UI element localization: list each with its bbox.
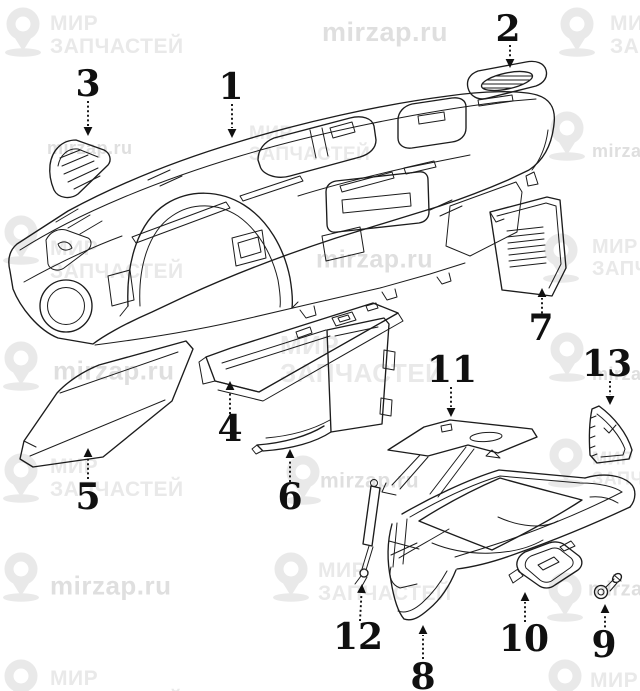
drawing-layer [8,60,636,621]
part-label-2[interactable]: 2 [495,8,520,50]
part-arrowhead-12 [357,584,366,594]
part-12-gas-strut [354,479,381,587]
part-7-side-trim-panel [489,196,567,297]
part-8-glove-box [387,469,636,621]
part-label-4[interactable]: 4 [217,408,242,450]
part-label-6[interactable]: 6 [277,476,302,518]
watermark-site-text: mirzap.ru [592,364,640,384]
part-label-8[interactable]: 8 [410,656,435,691]
watermark-pin-icon [3,346,39,391]
part-arrowhead-3 [83,127,93,136]
watermark-pin-icon [3,557,39,602]
part-label-9[interactable]: 9 [591,624,616,666]
part-label-10[interactable]: 10 [499,618,549,660]
part-9-bulb-socket [593,572,623,600]
part-5-lower-left-trim-panel [19,340,194,468]
watermark-site-text: mirzap.ru [320,469,419,492]
part-11-support-bracket [381,419,538,498]
watermark-pin-icon [559,12,595,57]
watermark-pin-icon [549,337,585,382]
part-label-13[interactable]: 13 [582,343,632,385]
part-arrowhead-8 [418,625,428,634]
watermark-site-text: mirzap.ru [47,138,133,158]
part-label-1[interactable]: 1 [218,66,243,108]
part-3-defroster-vent-left [49,139,111,199]
watermark-pin-icon [3,664,39,691]
watermark-pin-icon [3,458,39,503]
watermark-pin-icon [3,220,39,265]
part-10-glove-box-latch [508,540,583,589]
part-arrowhead-10 [520,592,530,601]
part-arrowhead-13 [605,396,615,405]
part-label-7[interactable]: 7 [528,307,553,349]
part-1-instrument-panel [8,91,556,346]
part-label-3[interactable]: 3 [75,63,100,105]
part-arrowhead-11 [446,408,456,417]
part-label-11[interactable]: 11 [427,349,477,391]
part-2-defroster-vent-right [466,60,548,100]
watermark-site-text: mirzap.ru [592,141,640,161]
part-label-12[interactable]: 12 [333,616,383,658]
watermark-site-text: mirzap.ru [316,246,433,274]
part-arrowhead-1 [227,129,237,138]
part-arrowhead-7 [537,288,547,297]
watermark-pin-icon [547,577,583,622]
part-arrowhead-4 [225,381,235,390]
part-arrowhead-2 [505,59,515,68]
part-arrowhead-5 [83,448,93,457]
watermark-site-text: mirzap.ru [322,17,448,47]
watermark-pin-icon [5,12,41,57]
watermark-layer: МИРЗАПЧАСТЕЙmirzap.ruМИРЗАПЧАСТЕЙmirzap.… [3,12,640,691]
part-6-console-side-bracket [251,317,396,455]
part-label-5[interactable]: 5 [75,476,100,518]
part-13-corner-trim [588,405,633,464]
watermark-pin-icon [547,664,583,691]
part-arrowhead-9 [600,604,610,613]
part-4-lower-tray-panel [198,302,404,402]
watermark-site-text: mirzap.ru [50,570,172,600]
watermark-pin-icon [273,557,309,602]
part-arrowhead-6 [285,449,295,458]
